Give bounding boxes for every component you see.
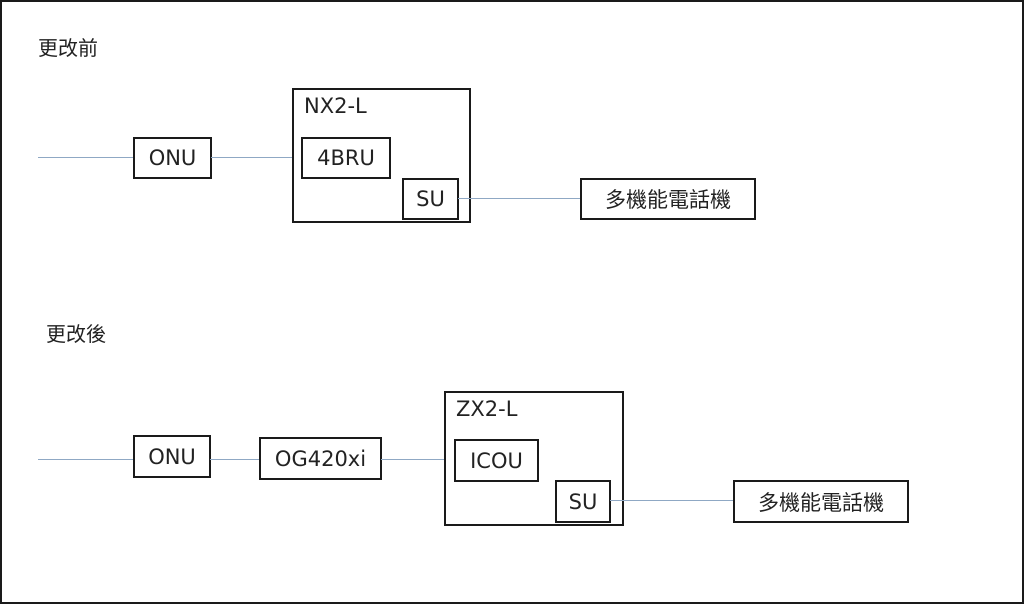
phone-box-after: 多機能電話機 <box>733 480 909 523</box>
line-onu-to-4bru <box>211 157 303 158</box>
unit-icou-box: ICOU <box>454 439 539 482</box>
line-su-to-phone-after <box>610 500 734 501</box>
unit-su-box-after: SU <box>555 480 611 523</box>
after-section-label: 更改後 <box>46 322 106 346</box>
unit-4bru-box: 4BRU <box>301 137 391 179</box>
pbx-title-after: ZX2-L <box>456 397 518 421</box>
pbx-title-before: NX2-L <box>304 94 367 118</box>
line-input-to-onu-after <box>38 459 134 460</box>
before-section-label: 更改前 <box>38 36 98 60</box>
line-input-to-onu-before <box>38 157 134 158</box>
line-onu-to-gateway <box>210 459 260 460</box>
onu-box-after: ONU <box>133 435 211 478</box>
line-su-to-phone-before <box>458 198 581 199</box>
unit-su-box-before: SU <box>402 178 459 220</box>
phone-box-before: 多機能電話機 <box>580 178 756 220</box>
gateway-box: OG420xi <box>259 437 382 480</box>
line-gateway-to-icou <box>381 459 455 460</box>
onu-box-before: ONU <box>133 137 212 179</box>
